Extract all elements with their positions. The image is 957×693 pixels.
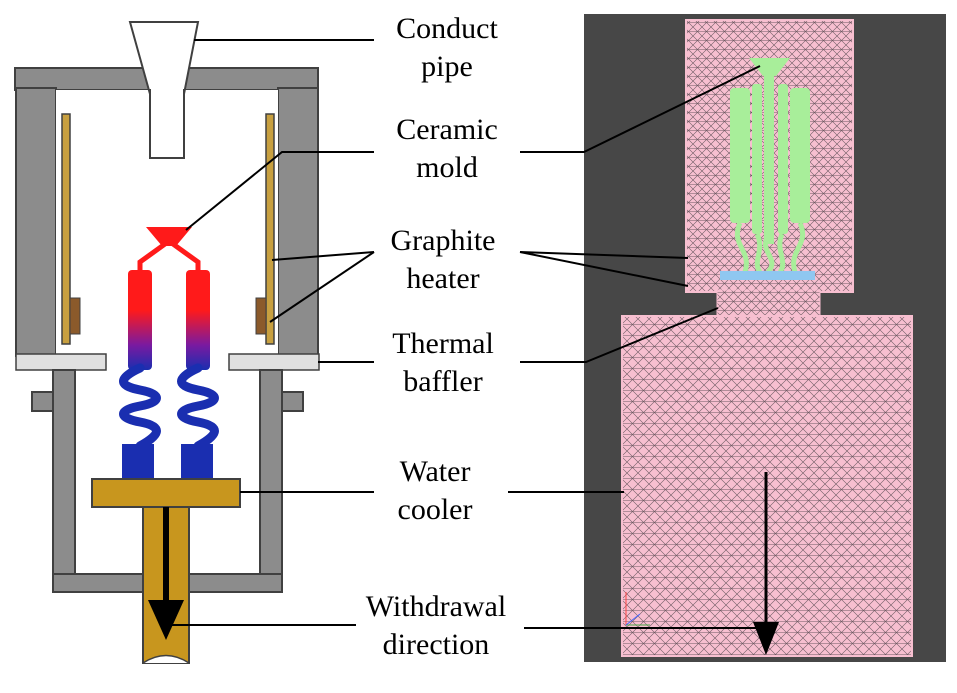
casting-pouring-cup: [749, 58, 790, 76]
leader-heater-left-a: [271, 251, 375, 261]
lower-right-wall: [259, 369, 283, 593]
casting-blade-4: [790, 88, 810, 223]
label-water-cooler-line2: cooler: [397, 493, 473, 526]
label-thermal-baffler: Thermal baffler: [353, 325, 533, 401]
casting-blade-2: [752, 84, 762, 234]
mold-pouring-cup: [146, 227, 192, 246]
label-ceramic-mold-line2: mold: [416, 151, 478, 184]
thermal-baffler-right: [228, 353, 320, 371]
mold-cavity-left: [128, 270, 152, 370]
water-cooler-plate: [91, 478, 241, 508]
leader-heater-left-b: [269, 251, 375, 323]
label-withdrawal-direction-line2: direction: [382, 628, 490, 661]
withdrawal-arrowhead-left: [148, 600, 184, 640]
thermal-baffler-left: [15, 353, 107, 371]
lower-bottom-left: [52, 573, 144, 593]
label-conduct-pipe-line2: pipe: [421, 50, 473, 83]
lower-bottom-right: [188, 573, 283, 593]
side-lug-left: [31, 391, 54, 412]
leader-ceramic-mold-right: [520, 65, 761, 153]
leader-lines: [166, 39, 761, 629]
graphite-heater-right: [265, 113, 275, 345]
label-thermal-baffler-line1: Thermal: [392, 327, 494, 360]
mold-spiral-right: [177, 363, 219, 451]
conduct-pipe-tube: [149, 89, 185, 159]
label-graphite-heater: Graphite heater: [353, 222, 533, 298]
withdrawal-arrowhead-right: [753, 622, 779, 655]
label-ceramic-mold: Ceramic mold: [357, 111, 537, 187]
heater-pad-right: [255, 297, 267, 335]
casting-mesh: [720, 58, 815, 280]
lower-left-wall: [52, 369, 76, 593]
label-graphite-heater-line2: heater: [406, 262, 480, 295]
graphite-heater-left: [61, 113, 71, 345]
furnace-schematic: [14, 21, 320, 664]
label-water-cooler: Water cooler: [345, 453, 525, 529]
label-conduct-pipe-line1: Conduct: [396, 12, 498, 45]
label-withdrawal-direction: Withdrawal direction: [346, 588, 526, 664]
label-water-cooler-line1: Water: [399, 455, 471, 488]
casting-blade-3: [778, 84, 788, 234]
leader-baffler-right: [520, 307, 719, 363]
mesh-cooler-plate: [720, 271, 815, 280]
furnace-left-wall: [15, 87, 57, 357]
leader-heater-right-a: [519, 251, 689, 259]
label-thermal-baffler-line2: baffler: [403, 365, 483, 398]
label-graphite-heater-line1: Graphite: [390, 224, 496, 257]
axis-triad-icon: [625, 592, 650, 626]
mold-starter-right: [181, 444, 213, 480]
mold-starter-left: [122, 444, 154, 480]
ceramic-mold: [119, 227, 219, 480]
mold-cavity-right: [186, 270, 210, 370]
label-conduct-pipe: Conduct pipe: [357, 10, 537, 86]
casting-blade-1: [730, 88, 750, 223]
heater-pad-left: [69, 297, 81, 335]
furnace-right-wall: [277, 87, 319, 357]
mesh-neck: [716, 289, 821, 317]
label-ceramic-mold-line1: Ceramic: [396, 113, 498, 146]
leader-heater-right-b: [519, 251, 689, 287]
label-withdrawal-direction-line1: Withdrawal: [365, 590, 507, 623]
mold-spiral-left: [119, 363, 161, 451]
side-lug-right: [281, 391, 304, 412]
leader-ceramic-mold-left: [185, 151, 374, 231]
mesh-model: [584, 14, 946, 662]
